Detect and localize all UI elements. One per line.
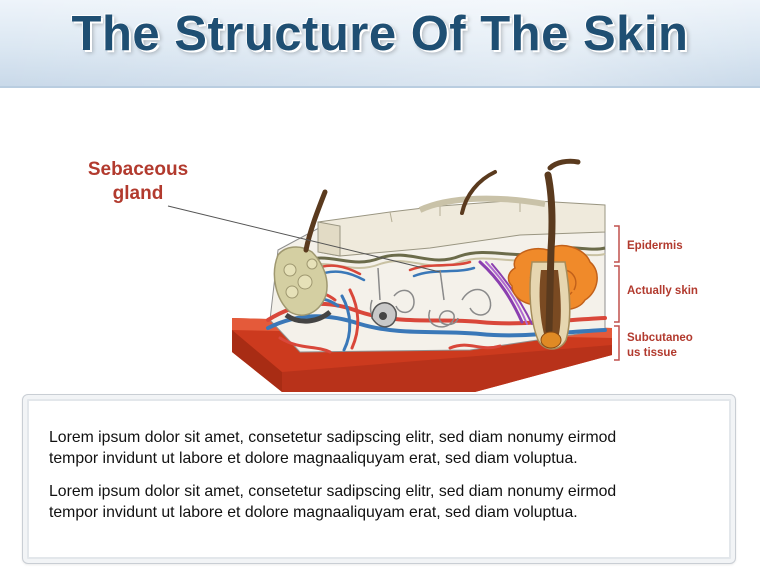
sebaceous-gland [273, 246, 332, 324]
callout-label-line1: Sebaceous [87, 159, 189, 180]
hair-follicle-right [529, 158, 581, 350]
paragraph-1-line2: tempor invidunt ut labore et dolore magn… [49, 450, 578, 467]
callout-sebaceous-gland: Sebaceous gland [78, 158, 198, 206]
layer-label-subcutaneous: Subcutaneo us tissue [627, 331, 693, 361]
layer-label-epidermis: Epidermis [627, 240, 683, 252]
text-panel: Lorem ipsum dolor sit amet, consetetur s… [22, 394, 736, 564]
paragraph-2: Lorem ipsum dolor sit amet, consetetur s… [49, 481, 709, 523]
callout-pointer-line [167, 205, 441, 273]
paragraph-2-line2: tempor invidunt ut labore et dolore magn… [49, 504, 578, 521]
epidermis-layer [317, 195, 606, 257]
skin-pore-gland [371, 302, 397, 328]
callout-label-line2: gland [112, 183, 164, 204]
hair-middle [460, 170, 497, 215]
page-title: The Structure Of The Skin [71, 7, 689, 61]
layer-brackets [614, 225, 620, 361]
layer-label-subcutaneous-line1: Subcutaneo [627, 332, 693, 344]
hair-left [303, 189, 328, 253]
layer-label-actually-skin: Actually skin [627, 285, 698, 297]
paragraph-1: Lorem ipsum dolor sit amet, consetetur s… [49, 427, 709, 469]
title-banner [0, 0, 760, 88]
layer-label-subcutaneous-line2: us tissue [627, 347, 677, 359]
paragraph-2-line1: Lorem ipsum dolor sit amet, consetetur s… [49, 483, 617, 500]
paragraph-1-line1: Lorem ipsum dolor sit amet, consetetur s… [49, 429, 617, 446]
